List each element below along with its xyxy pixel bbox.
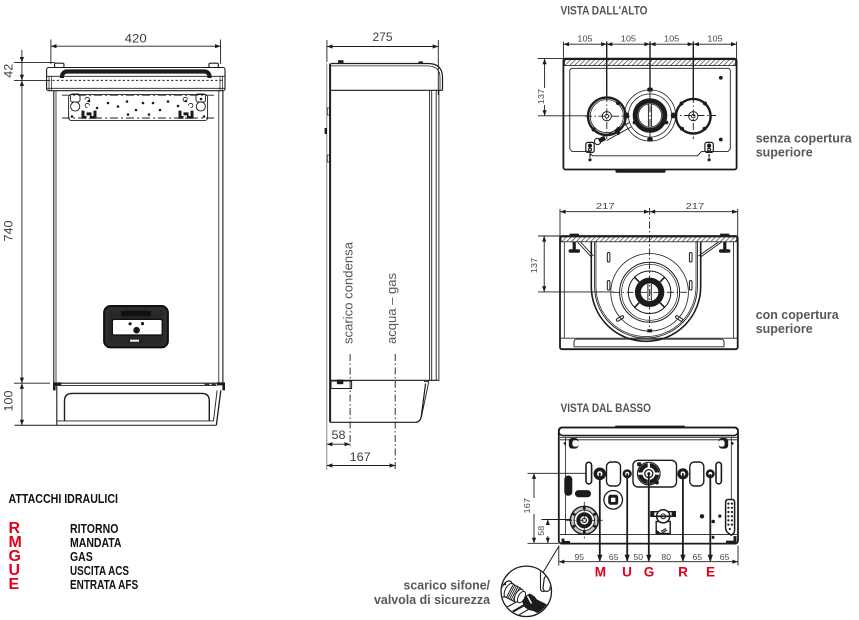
svg-text:58: 58 [332, 428, 346, 442]
svg-text:167: 167 [523, 498, 532, 514]
svg-text:137: 137 [529, 258, 539, 274]
svg-text:217: 217 [596, 201, 615, 211]
svg-text:G: G [9, 548, 21, 565]
svg-text:275: 275 [373, 30, 393, 44]
svg-text:G: G [644, 565, 655, 580]
svg-text:80: 80 [661, 553, 671, 562]
svg-text:95: 95 [575, 553, 585, 562]
svg-text:USCITA ACS: USCITA ACS [70, 564, 129, 578]
svg-text:105: 105 [577, 34, 592, 44]
svg-text:U: U [9, 562, 21, 579]
svg-text:167: 167 [350, 450, 371, 464]
svg-text:R: R [678, 565, 688, 580]
svg-text:58: 58 [537, 525, 546, 535]
svg-text:U: U [622, 565, 632, 580]
svg-text:ENTRATA AFS: ENTRATA AFS [70, 578, 138, 592]
svg-text:superiore: superiore [756, 145, 813, 160]
svg-text:VISTA DAL BASSO: VISTA DAL BASSO [561, 401, 652, 415]
svg-text:R: R [9, 520, 21, 537]
svg-text:217: 217 [686, 201, 705, 211]
svg-text:65: 65 [720, 553, 730, 562]
svg-text:105: 105 [621, 34, 636, 44]
svg-text:MANDATA: MANDATA [70, 536, 122, 550]
svg-text:E: E [9, 576, 20, 593]
svg-text:valvola di sicurezza: valvola di sicurezza [374, 592, 491, 607]
svg-text:scarico condensa: scarico condensa [342, 242, 356, 344]
svg-text:E: E [706, 565, 715, 580]
svg-text:M: M [595, 565, 606, 580]
svg-text:GAS: GAS [70, 550, 93, 564]
svg-text:superiore: superiore [756, 321, 813, 336]
svg-text:420: 420 [125, 32, 147, 46]
svg-text:65: 65 [693, 553, 703, 562]
svg-text:740: 740 [2, 220, 16, 241]
svg-text:acqua – gas: acqua – gas [385, 273, 399, 344]
svg-text:137: 137 [536, 89, 546, 105]
svg-text:scarico sifone/: scarico sifone/ [404, 578, 491, 593]
svg-text:105: 105 [707, 34, 722, 44]
svg-text:senza copertura: senza copertura [756, 131, 853, 146]
svg-text:RITORNO: RITORNO [70, 522, 119, 536]
svg-text:65: 65 [609, 553, 619, 562]
svg-text:con copertura: con copertura [756, 307, 840, 322]
svg-text:M: M [9, 534, 22, 551]
svg-text:42: 42 [2, 64, 16, 78]
svg-text:ATTACCHI IDRAULICI: ATTACCHI IDRAULICI [9, 492, 119, 506]
svg-text:50: 50 [634, 553, 644, 562]
svg-text:100: 100 [2, 390, 16, 411]
svg-text:VISTA DALL'ALTO: VISTA DALL'ALTO [561, 3, 648, 17]
svg-text:105: 105 [664, 34, 679, 44]
